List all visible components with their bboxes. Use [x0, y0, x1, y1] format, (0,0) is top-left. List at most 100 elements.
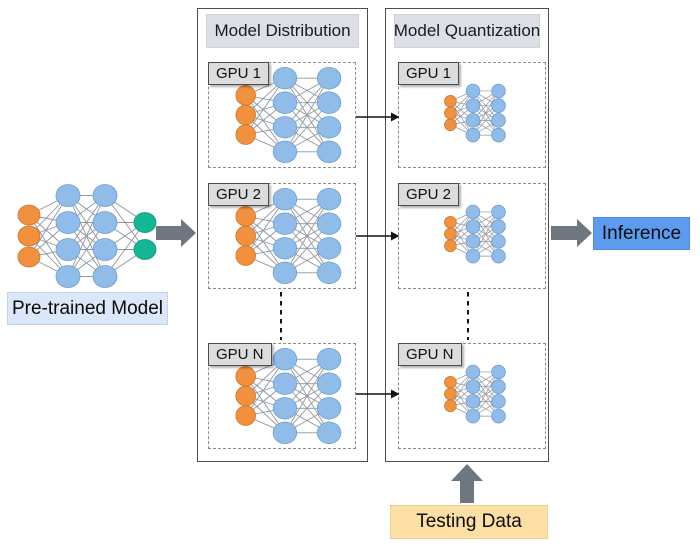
net-node	[272, 188, 298, 211]
net-node	[316, 261, 342, 284]
net-edge	[28, 214, 69, 277]
net-edge	[472, 90, 499, 136]
net-node	[133, 239, 157, 260]
net-node	[316, 188, 342, 211]
net-edge	[284, 77, 330, 153]
net-node	[444, 106, 457, 120]
gpu-label: GPU 2	[208, 183, 270, 206]
net-node	[316, 212, 342, 235]
net-node	[272, 116, 298, 139]
net-node	[235, 206, 256, 227]
net-node	[92, 184, 118, 207]
gpu-label: GPU 2	[398, 183, 460, 206]
distributed-network	[235, 67, 342, 163]
net-edge	[284, 198, 330, 274]
net-node	[491, 394, 506, 409]
net-node	[272, 140, 298, 163]
net-node	[491, 83, 506, 99]
net-node	[235, 104, 256, 126]
net-node	[272, 372, 298, 395]
net-node	[17, 225, 41, 247]
net-node	[92, 238, 118, 261]
net-node	[465, 248, 481, 264]
net-node	[316, 116, 342, 139]
net-node	[444, 239, 457, 253]
model-distribution-title: Model Distribution	[206, 14, 359, 48]
net-node	[444, 375, 457, 389]
arrow-testing-to-quantization	[451, 464, 483, 503]
net-node	[272, 421, 298, 444]
gpu-label: GPU 1	[398, 62, 460, 85]
net-node	[491, 127, 506, 143]
net-node	[272, 397, 298, 420]
net-node	[92, 211, 118, 234]
net-node	[272, 212, 298, 235]
net-node	[465, 394, 481, 409]
net-node	[272, 67, 298, 90]
net-node	[491, 204, 506, 220]
net-node	[272, 261, 298, 284]
net-node	[235, 385, 256, 407]
net-node	[465, 113, 481, 128]
quantized-network	[444, 83, 506, 143]
net-node	[235, 124, 256, 145]
net-node	[133, 212, 157, 233]
net-edge	[472, 211, 499, 257]
net-node	[316, 421, 342, 444]
net-node	[272, 348, 298, 371]
net-node	[465, 379, 481, 394]
net-node	[316, 140, 342, 163]
net-node	[444, 387, 457, 401]
pretrained-network	[17, 184, 157, 288]
net-node	[316, 372, 342, 395]
model-distribution-panel: Model Distribution GPU 1 GPU 2 GPU N	[197, 8, 368, 462]
net-edge	[28, 195, 69, 258]
distribution-gpu2-box: GPU 2	[208, 183, 356, 289]
net-node	[491, 219, 506, 234]
quantization-gpu1-box: GPU 1	[398, 62, 546, 168]
net-node	[316, 67, 342, 90]
net-node	[235, 245, 256, 266]
net-node	[316, 91, 342, 114]
model-quantization-panel: Model Quantization GPU 1 GPU 2 GPU N	[385, 8, 549, 462]
net-node	[465, 98, 481, 113]
net-node	[444, 118, 457, 132]
net-node	[465, 204, 481, 220]
net-node	[465, 234, 481, 249]
quantized-network	[444, 364, 506, 424]
net-node	[491, 408, 506, 424]
gpu-label: GPU 1	[208, 62, 270, 85]
net-node	[316, 348, 342, 371]
net-node	[465, 219, 481, 234]
net-node	[444, 94, 457, 108]
distributed-network	[235, 348, 342, 444]
net-node	[465, 364, 481, 380]
net-edge	[472, 371, 499, 417]
net-node	[55, 184, 81, 207]
distribution-gpuN-box: GPU N	[208, 343, 356, 449]
net-node	[491, 364, 506, 380]
net-node	[235, 366, 256, 387]
net-node	[491, 248, 506, 264]
gpu-label: GPU N	[208, 343, 272, 366]
net-edge	[284, 358, 330, 434]
net-node	[465, 83, 481, 99]
net-node	[235, 85, 256, 106]
pretrained-model-label: Pre-trained Model	[7, 292, 168, 325]
model-quantization-title: Model Quantization	[394, 14, 540, 48]
net-edge	[67, 195, 106, 277]
gpu-label: GPU N	[398, 343, 462, 366]
net-node	[316, 397, 342, 420]
net-node	[491, 98, 506, 113]
net-node	[491, 113, 506, 128]
net-node	[316, 237, 342, 260]
inference-label: Inference	[593, 217, 690, 250]
net-node	[491, 379, 506, 394]
net-node	[444, 215, 457, 229]
net-node	[272, 237, 298, 260]
net-node	[491, 234, 506, 249]
net-node	[444, 399, 457, 413]
net-node	[235, 225, 256, 247]
testing-data-label: Testing Data	[390, 505, 548, 539]
